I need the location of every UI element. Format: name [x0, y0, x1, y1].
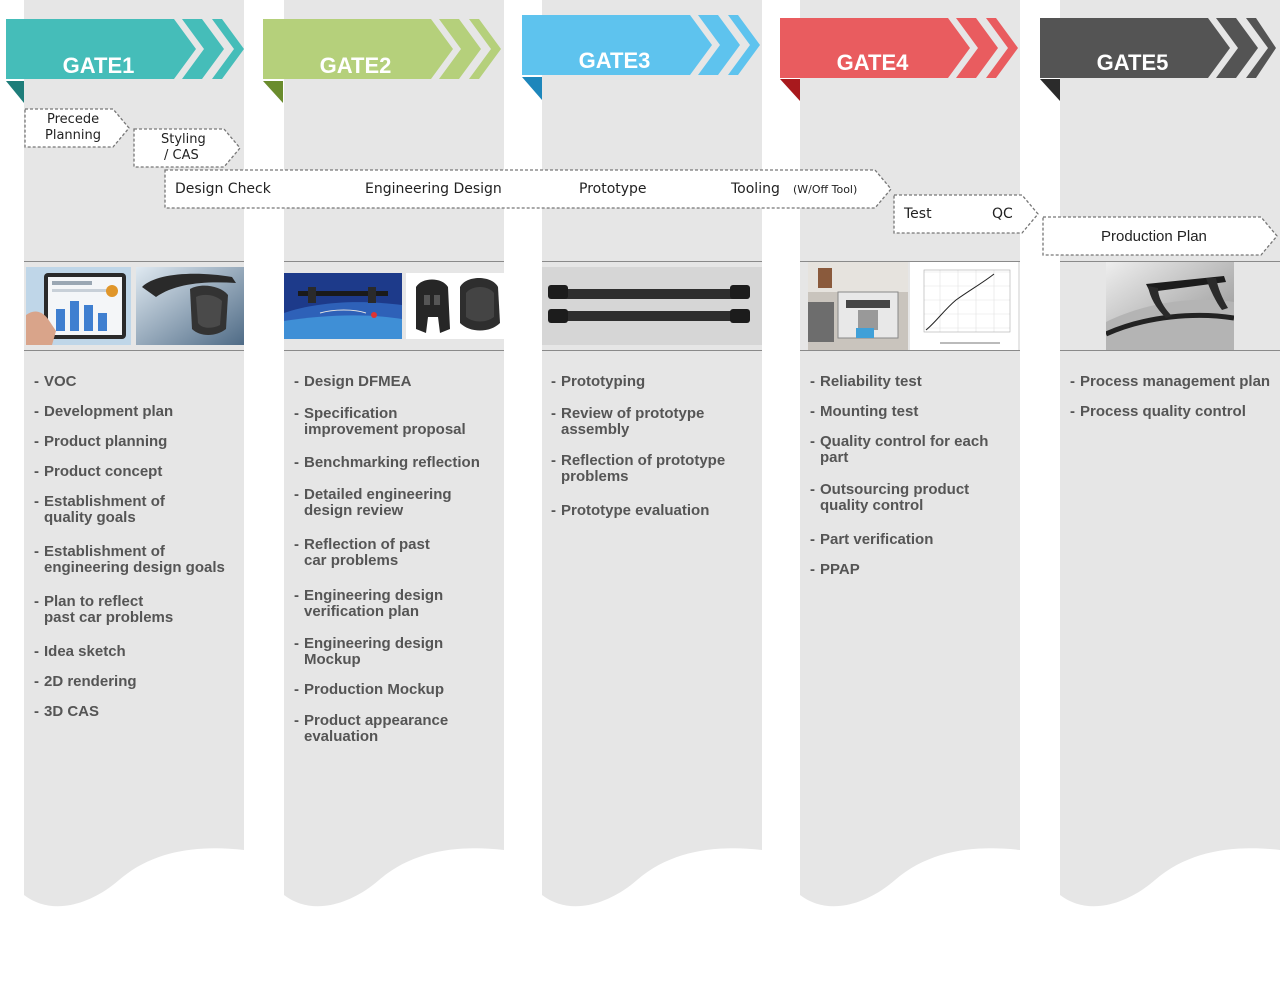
gate1-divider-top: [24, 261, 244, 262]
gate5-header: GATE5: [1040, 15, 1280, 115]
gate5-label: GATE5: [1096, 50, 1169, 75]
gate3-arrow: [522, 15, 760, 100]
task-item: Prototype evaluation: [551, 503, 761, 520]
gate2-label: GATE2: [319, 53, 392, 78]
gate3-header: GATE3: [522, 15, 762, 115]
task-item: Design DFMEA: [294, 374, 504, 391]
task-item: Product planning: [34, 434, 244, 451]
task-item: Process quality control: [1070, 404, 1280, 421]
gate4-test-rig-image: [808, 262, 908, 350]
gate2-cad-image: [284, 273, 402, 339]
task-item: Production Mockup: [294, 682, 504, 699]
gate5-divider-bottom: [1060, 350, 1280, 351]
task-item: 3D CAS: [34, 704, 244, 721]
stage-production-plan-label: Production Plan: [1101, 228, 1207, 245]
gate4-arrow: [780, 18, 1018, 101]
gate1-roof-part-image: [136, 267, 244, 345]
stage-styling-cas: Styling / CAS: [133, 128, 244, 169]
stage-production-plan: Production Plan: [1042, 216, 1280, 257]
stage-precede-line1: Precede: [47, 112, 100, 127]
task-item: Product concept: [34, 464, 244, 481]
task-item: Engineering design Mockup: [294, 636, 504, 668]
task-item: Benchmarking reflection: [294, 455, 504, 472]
task-item: Part verification: [810, 532, 1020, 549]
stage-tooling-note: (W/Off Tool): [793, 183, 858, 196]
task-item: Quality control for each part: [810, 434, 1020, 466]
stage-tooling: Tooling: [731, 181, 780, 197]
task-item: 2D rendering: [34, 674, 244, 691]
gate3-label: GATE3: [578, 48, 651, 73]
stage-engineering-design: Engineering Design: [365, 181, 502, 197]
gate2-parts-image: [406, 273, 504, 339]
gate4-task-list: Reliability testMounting testQuality con…: [810, 374, 1020, 592]
gate1-tablet-image: [26, 267, 131, 345]
stage-styling-line2: / CAS: [164, 148, 199, 163]
stage-design-check: Design Check: [175, 181, 271, 197]
task-item: Prototyping: [551, 374, 761, 391]
task-item: Idea sketch: [34, 644, 244, 661]
gate2-arrow: [263, 19, 501, 103]
gate3-task-list: PrototypingReview of prototypeassemblyRe…: [551, 374, 761, 533]
gate2-divider-top: [284, 261, 504, 262]
task-item: Process management plan: [1070, 374, 1280, 391]
gate1-label: GATE1: [62, 53, 135, 78]
gate4-header: GATE4: [780, 15, 1020, 115]
gate5-roof-rack-image: [1106, 262, 1234, 350]
stage-styling-line1: Styling: [161, 132, 206, 147]
gate1-task-list: VOC Development planProduct planningProdu…: [34, 374, 244, 734]
gate5-divider-top: [1060, 261, 1280, 262]
gate4-divider-top: [800, 261, 1020, 262]
gate4-label: GATE4: [836, 50, 909, 75]
task-item: Reliability test: [810, 374, 1020, 391]
stage-test: Test: [904, 206, 932, 222]
stage-main-development: Design Check Engineering Design Prototyp…: [164, 169, 895, 210]
stage-qc: QC: [992, 206, 1013, 222]
stage-precede-line2: Planning: [45, 128, 101, 143]
stage-test-qc: Test QC: [893, 194, 1044, 235]
gate4-divider-bottom: [800, 350, 1020, 351]
task-item: VOC: [34, 374, 244, 391]
gate2-header: GATE2: [263, 15, 503, 115]
gate1-divider-bottom: [24, 350, 244, 351]
stage-precede-planning: Precede Planning: [24, 108, 131, 149]
gate1-header: GATE1: [6, 15, 246, 115]
gate4-test-graph-image: [910, 262, 1018, 350]
gate3-divider-bottom: [542, 350, 762, 351]
gate5-arrow: [1040, 18, 1276, 101]
gate3-crossbar-image: [542, 267, 762, 345]
gate5-task-list: Process management planProcess quality c…: [1070, 374, 1280, 434]
task-item: PPAP: [810, 562, 1020, 579]
task-item: Development plan: [34, 404, 244, 421]
gate3-divider-top: [542, 261, 762, 262]
gate5-column: [1060, 0, 1280, 915]
task-item: Mounting test: [810, 404, 1020, 421]
stage-prototype: Prototype: [579, 181, 647, 197]
gate2-divider-bottom: [284, 350, 504, 351]
gate1-arrow: [6, 19, 244, 103]
